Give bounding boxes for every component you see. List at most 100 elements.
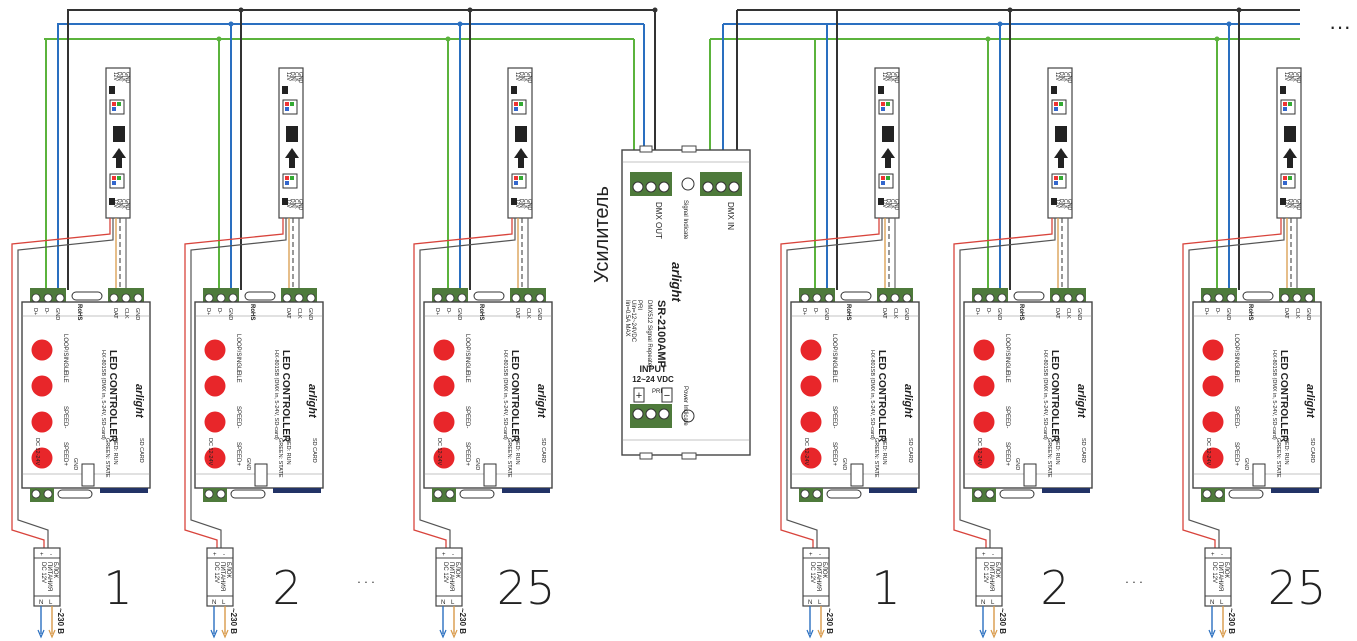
psu-label-line: DC 12V — [40, 562, 46, 583]
strip-bottom-pin-label: DIN — [116, 199, 122, 208]
psu-l: L — [49, 600, 53, 606]
controller-button-label: SPEED- — [235, 406, 241, 428]
controller-run-label: RED: RUN — [112, 438, 118, 465]
strip-bottom-pin-label: CLK — [1291, 199, 1297, 209]
psu-n: N — [1210, 600, 1214, 606]
controller-pin-label: GND — [823, 308, 829, 320]
controller-pin-label: DAT — [112, 308, 118, 319]
strip-bottom-pin-label: CLK — [120, 199, 126, 209]
psu-n: N — [212, 600, 216, 606]
controller-sd-label: SD CARD — [540, 438, 546, 463]
controller-rohs: RoHS — [1247, 304, 1253, 320]
input-label: INPUT — [640, 364, 668, 374]
amplifier-spec-1: PRI — [636, 300, 642, 310]
strip-bottom-pin-label: GND — [1295, 199, 1301, 211]
strip-top-pin-label: 12V — [1054, 72, 1060, 82]
controller-run-label: RED: RUN — [285, 438, 291, 465]
controller-title: LED CONTROLLER — [509, 350, 520, 443]
controller-button-label: LOOP/SINGLE — [464, 334, 470, 374]
strip-bottom-pin-label: GND — [893, 199, 899, 211]
controller-button-label: LOOP/SINGLE — [62, 334, 68, 374]
mains-label: ~230 В — [56, 608, 65, 634]
strip-bottom-pin-label: 12V — [1283, 199, 1289, 209]
controller-brand: arlight — [306, 384, 318, 419]
unit-number: 2 — [272, 561, 301, 615]
controller-button-label: SPEED- — [464, 406, 470, 428]
controller-pin-label: CLK — [892, 308, 898, 319]
psu-label-line: DC 12V — [809, 562, 815, 583]
controller-run-label: RED: RUN — [1283, 438, 1289, 465]
controller-rohs: RoHS — [76, 304, 82, 320]
controller-model-line: HX-801SB (DMX in, 5-24V, SD-card) — [1042, 350, 1048, 440]
dmx-out-label: DMX OUT — [654, 202, 663, 239]
controller-pin-label: DAT — [1283, 308, 1289, 319]
psu-label-line: ПИТАНИЯ — [988, 562, 994, 591]
controller-rohs: RoHS — [249, 304, 255, 320]
strip-bottom-pin-label: DIN — [289, 199, 295, 208]
controller-dc-label: DC 12-24V — [436, 438, 442, 466]
controller-title: LED CONTROLLER — [1049, 350, 1060, 443]
psu-label-line: DC 12V — [442, 562, 448, 583]
psu-label-line: DC 12V — [982, 562, 988, 583]
controller-gnd-label: GND — [245, 458, 251, 470]
controller-pin-label: CLK — [1294, 308, 1300, 319]
controller-button-label: SPEED+ — [464, 442, 470, 466]
controller-pin-label: GND — [1225, 308, 1231, 320]
controller-dc-label: DC 12-24V — [207, 438, 213, 466]
psu-label-line: БЛОК — [225, 562, 231, 579]
controller-button-label: SPEED+ — [831, 442, 837, 466]
controller-dc-label: DC 12-24V — [803, 438, 809, 466]
strip-top-pin-label: DIN — [1058, 72, 1064, 81]
controller-state-label: GREEN: STATE — [1046, 438, 1052, 478]
amplifier-model: SR-2100AMP — [655, 300, 667, 368]
input-minus-label: − — [664, 390, 670, 402]
psu-label-line: БЛОК — [994, 562, 1000, 579]
controller-pin-label: D- — [43, 308, 49, 314]
strip-top-pin-label: GND — [1066, 72, 1072, 84]
psu-l: L — [451, 600, 455, 606]
controller-button-label: SPEED+ — [235, 442, 241, 466]
controller-pin-label: GND — [54, 308, 60, 320]
signal-indicate-label: Signal Indicate — [682, 200, 688, 240]
mains-label: ~230 В — [229, 608, 238, 634]
strip-top-pin-label: GND — [297, 72, 303, 84]
controller-button-label: FILE — [464, 370, 470, 383]
controller-sd-label: SD CARD — [907, 438, 913, 463]
controller-pin-label: DAT — [881, 308, 887, 319]
controller-dc-label: DC 12-24V — [1205, 438, 1211, 466]
input-plus-label: + — [636, 390, 642, 402]
controller-pin-label: D- — [216, 308, 222, 314]
strip-top-pin-label: DIN — [1287, 72, 1293, 81]
unit-number: 1 — [871, 561, 900, 615]
controller-brand: arlight — [535, 384, 547, 419]
controller-state-label: GREEN: STATE — [104, 438, 110, 478]
controller-gnd-label: GND — [474, 458, 480, 470]
controller-model-line: HX-801SB (DMX in, 5-24V, SD-card) — [1271, 350, 1277, 440]
controller-pin-label: D- — [1214, 308, 1220, 314]
controller-gnd-label: GND — [72, 458, 78, 470]
psu-n: N — [441, 600, 445, 606]
dmx-in-label: DMX IN — [726, 202, 735, 230]
controller-button-label: LOOP/SINGLE — [1233, 334, 1239, 374]
controller-pin-label: GND — [307, 308, 313, 320]
strip-top-pin-label: GND — [526, 72, 532, 84]
controller-button-label: FILE — [62, 370, 68, 383]
input-voltage: 12~24 VDC — [632, 375, 674, 384]
psu-plus: + — [213, 552, 217, 558]
controller-button-label: SPEED- — [831, 406, 837, 428]
strip-top-pin-label: 12V — [881, 72, 887, 82]
controller-pin-label: D+ — [32, 308, 38, 315]
unit-number: ··· — [356, 571, 377, 596]
controller-model-line: HX-801SB (DMX in, 5-24V, SD-card) — [502, 350, 508, 440]
